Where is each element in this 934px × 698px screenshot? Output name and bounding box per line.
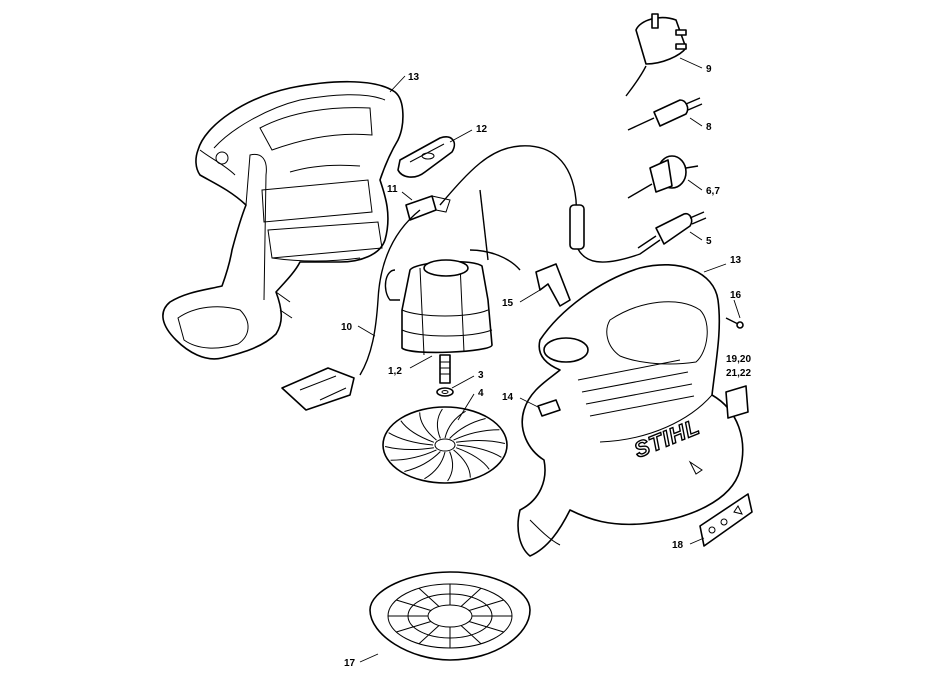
callout-6-7: 6,7 [706, 186, 720, 197]
callout-17: 17 [344, 658, 356, 669]
intake-grille [369, 571, 531, 661]
callout-13-top: 13 [408, 72, 420, 83]
cover-plate [281, 367, 355, 411]
fan-blade [447, 451, 454, 482]
callout-3: 3 [478, 370, 484, 381]
fan-blade [384, 446, 434, 450]
plug-uk [625, 13, 687, 97]
callout-1-2: 1,2 [388, 366, 402, 377]
screw [725, 317, 744, 329]
warning-label [699, 493, 753, 547]
housing-right-half: STIHL [517, 264, 744, 557]
callout-14: 14 [502, 392, 514, 403]
housing-left-half [162, 80, 404, 360]
callout-18: 18 [672, 540, 684, 551]
switch [405, 195, 451, 221]
callout-labels: 13 12 11 10 1,2 3 4 14 15 9 8 6,7 5 13 1… [341, 64, 751, 669]
fan-blade [400, 420, 435, 443]
plug-round [627, 155, 699, 199]
fan-blade [444, 410, 466, 439]
switch-button [397, 136, 456, 178]
fan-blade [455, 447, 490, 470]
grille-spoke [468, 599, 504, 611]
grille-spoke [460, 625, 482, 645]
label-sticker [725, 385, 749, 419]
callout-11: 11 [387, 184, 398, 195]
grille-spoke [468, 621, 504, 633]
callout-21-22: 21,22 [726, 368, 751, 379]
plug-euro-slim [627, 97, 703, 131]
fan-blade [453, 449, 471, 478]
washer [436, 387, 454, 397]
grille-spoke [460, 587, 482, 607]
callout-8: 8 [706, 122, 712, 133]
callout-16: 16 [730, 290, 742, 301]
fan-blade [436, 408, 443, 439]
grille-spoke [418, 587, 440, 607]
fan-blade [456, 440, 506, 444]
callout-19-20: 19,20 [726, 354, 751, 365]
callout-13-right: 13 [730, 255, 742, 266]
motor [401, 259, 493, 384]
fan-blade [449, 418, 486, 439]
internal-wiring [359, 145, 661, 376]
fan-blade [424, 451, 446, 480]
callout-15: 15 [502, 298, 514, 309]
callout-10: 10 [341, 322, 353, 333]
callout-5: 5 [706, 236, 712, 247]
grille-spoke [396, 599, 432, 611]
fan-blade [388, 432, 434, 446]
plug-schuko [637, 211, 707, 249]
fan-blade [453, 429, 500, 441]
leader-lines [357, 57, 741, 663]
callout-9: 9 [706, 64, 712, 75]
fan-blade [390, 449, 437, 461]
grille-spoke [396, 621, 432, 633]
fan-impeller [382, 406, 508, 484]
fan-blade [419, 412, 437, 441]
grille-spoke [418, 625, 440, 645]
fan-blade [404, 451, 441, 472]
bracket [535, 263, 571, 307]
callout-4: 4 [478, 388, 484, 399]
adapter-piece [537, 399, 561, 417]
callout-12: 12 [476, 124, 488, 135]
fan-blade [456, 444, 502, 458]
